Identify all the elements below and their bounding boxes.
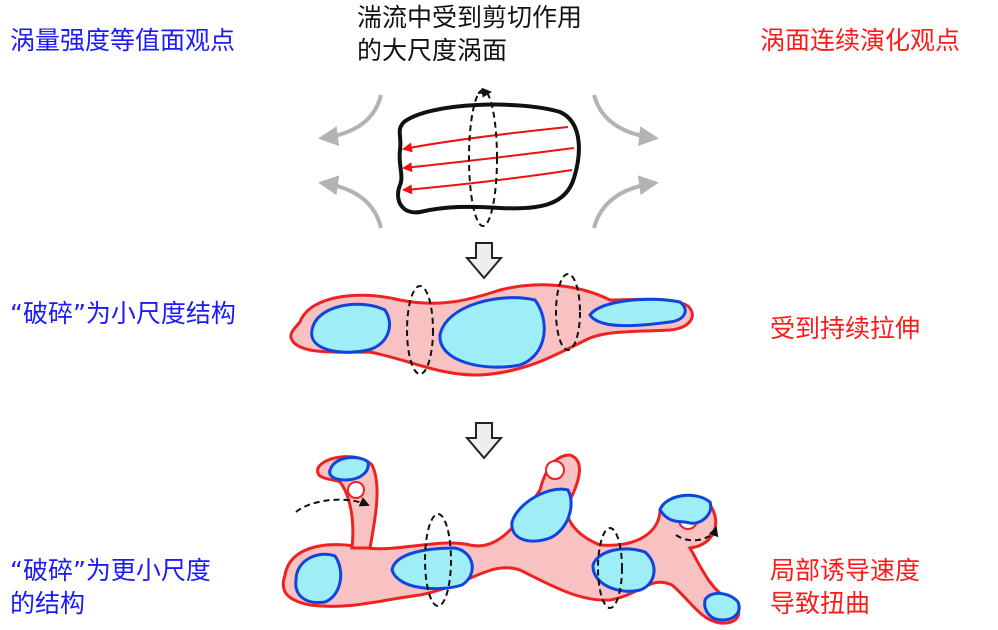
- twisted-vortex-tube: [281, 453, 741, 625]
- vortex-line-bottom: [402, 169, 573, 195]
- center-title-line1: 湍流中受到剪切作用: [357, 3, 583, 32]
- blob-topleft-stage3: [328, 456, 370, 482]
- left-stage3-label-line1: “破碎”为更小尺度: [10, 556, 211, 585]
- rotation-indicator-stage2-a: [406, 285, 434, 375]
- left-stage3-label-line2: 的结构: [10, 589, 86, 618]
- shear-flow-arrows: [318, 94, 659, 229]
- flow-arrow-top-right: [592, 94, 659, 147]
- right-stage2-label: 受到持续拉伸: [770, 314, 921, 343]
- right-stage3-label-line2: 导致扭曲: [770, 589, 871, 618]
- rotation-indicator-stage3-a: [424, 513, 452, 607]
- down-arrow-1: [464, 242, 504, 280]
- rotation-arrowhead-stage1: [477, 87, 492, 98]
- blob-left-stage3: [294, 552, 343, 605]
- blob-right-stage3: [591, 547, 656, 593]
- stretched-vortex-tube: [289, 273, 694, 377]
- right-title: 涡面连续演化观点: [760, 26, 961, 55]
- down-arrow-2: [464, 422, 504, 460]
- left-stage2-label: “破碎”为小尺度结构: [10, 299, 236, 328]
- blob-tail-stage3: [703, 592, 741, 622]
- rotation-indicator-stage3-b: [597, 527, 623, 609]
- flow-arrow-top-left: [318, 94, 383, 147]
- rotation-indicator-stage2-b: [555, 273, 581, 351]
- rotation-indicator-stage3-d: [675, 526, 719, 542]
- left-title: 涡量强度等值面观点: [10, 26, 236, 55]
- flow-arrow-bottom-right: [592, 175, 659, 229]
- blob-left-stage2: [310, 302, 391, 354]
- loop-hole-left: [347, 481, 365, 499]
- blob-right-stage2: [588, 297, 687, 328]
- center-title-line2: 的大尺度涡面: [357, 36, 508, 65]
- blob-center-stage3: [390, 546, 474, 591]
- large-vortex-sheet: [396, 87, 581, 227]
- vortex-line-middle: [402, 147, 575, 173]
- blob-center-stage2: [438, 296, 546, 369]
- rotation-indicator-stage3-c: [295, 497, 370, 513]
- loop-hole-center: [545, 460, 565, 480]
- vortex-line-top: [402, 126, 569, 153]
- right-stage3-label-line1: 局部诱导速度: [770, 556, 921, 585]
- blob-loop-right-stage3: [658, 493, 713, 525]
- blob-mid-right-stage3: [510, 487, 573, 543]
- flow-arrow-bottom-left: [318, 175, 383, 229]
